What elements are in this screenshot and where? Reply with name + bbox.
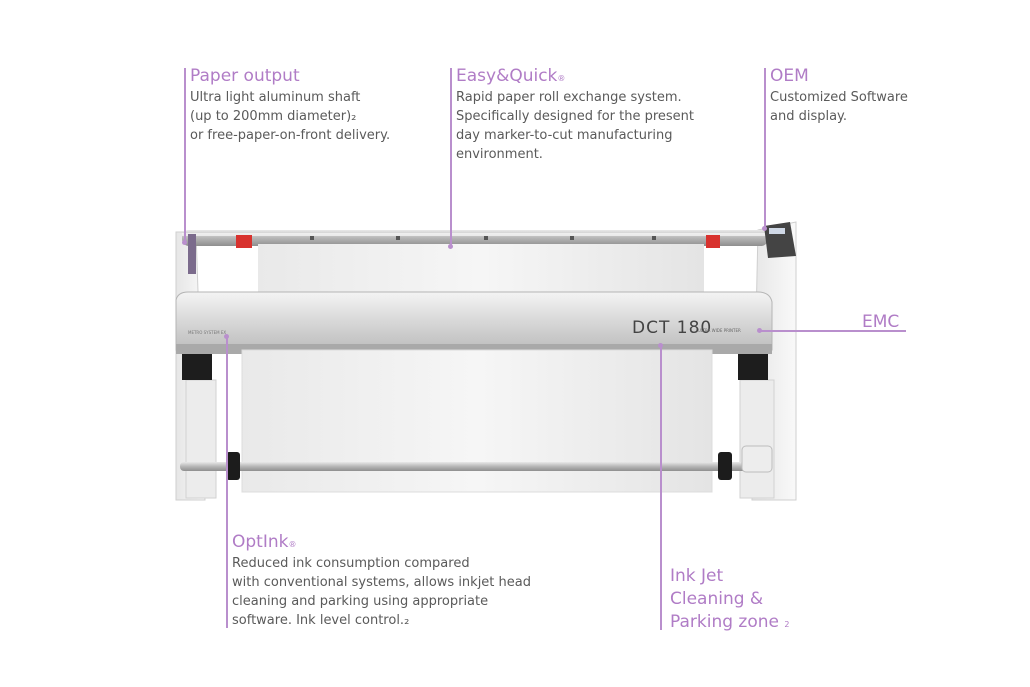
easy-quick-dot (448, 244, 453, 249)
paper-output-body: Ultra light aluminum shaft (up to 200mm … (190, 90, 391, 143)
paper-output-leader (184, 68, 186, 244)
emc-leader (760, 330, 906, 332)
optink-title-text: OptInk (232, 532, 289, 552)
ink-jet-mark: 2 (784, 620, 790, 629)
printer-brand: DCT 180 (632, 318, 713, 338)
ink-jet-title-line3-text: Parking zone (670, 612, 779, 632)
emc-dot (757, 328, 762, 333)
printer-small-label: METRO SYSTEM EX (188, 330, 227, 335)
optink-mark: ® (288, 540, 297, 549)
ink-jet-title-line2: Cleaning & (670, 589, 764, 609)
printer-subtitle: ULTRA WIDE PRINTER (698, 328, 741, 333)
optink-body: Reduced ink consumption compared with co… (232, 556, 531, 628)
upper-paper (258, 244, 704, 296)
printer-body (175, 291, 773, 380)
top-shaft (182, 230, 768, 274)
paper-output-title: Paper output (190, 66, 300, 86)
ink-jet-title-line1: Ink Jet (670, 566, 724, 586)
ink-jet-dot (658, 343, 663, 348)
ink-jet-leader (660, 345, 662, 630)
oem-title: OEM (770, 66, 809, 86)
easy-quick-title: Easy&Quick® (456, 66, 565, 89)
easy-quick-body: Rapid paper roll exchange system. Specif… (456, 90, 695, 162)
oem-leader (764, 68, 766, 230)
easy-quick-title-text: Easy&Quick (456, 66, 558, 86)
right-side-frame (739, 221, 797, 501)
oem-body: Customized Software and display. (770, 90, 908, 124)
easy-quick-mark: ® (557, 74, 566, 83)
bottom-shaft (180, 445, 773, 480)
control-display (764, 222, 796, 258)
optink-leader (226, 336, 228, 628)
easy-quick-leader (450, 68, 452, 248)
ink-jet-title-line3: Parking zone 2 (670, 612, 790, 635)
emc-title: EMC (862, 312, 900, 332)
optink-title: OptInk® (232, 532, 296, 555)
optink-dot (224, 334, 229, 339)
oem-dot (762, 226, 767, 231)
paper-output-dot (182, 240, 187, 245)
